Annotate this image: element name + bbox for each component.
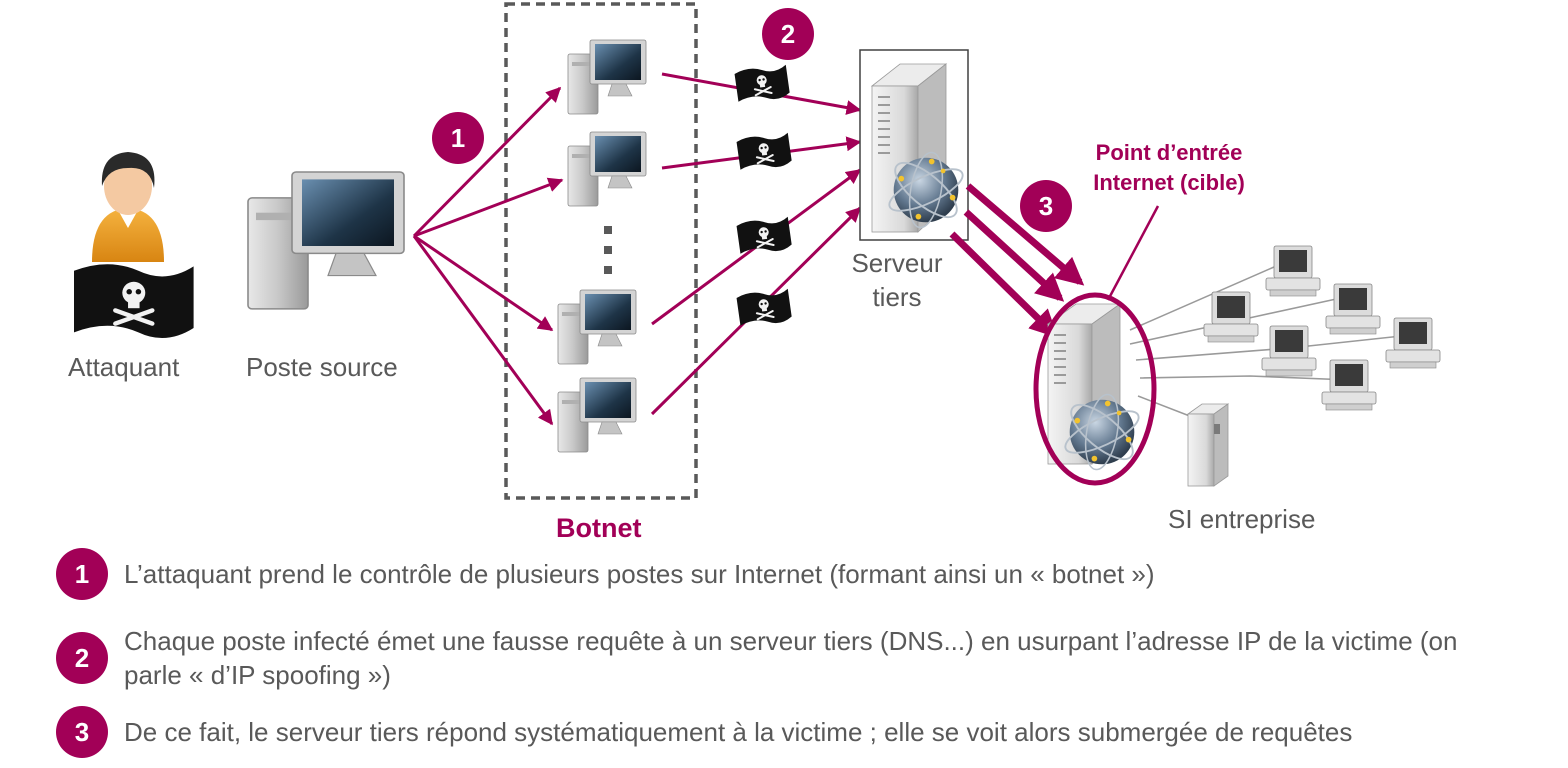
pirate-flag-icon	[74, 264, 194, 338]
desktop-computer-icon	[1265, 245, 1321, 297]
desktop-computer-icon	[247, 171, 405, 310]
step-number-badge: 2	[56, 632, 108, 684]
desktop-computer-icon	[557, 289, 637, 365]
step-text: De ce fait, le serveur tiers répond syst…	[124, 717, 1353, 747]
target-highlight-ellipse	[1033, 292, 1157, 486]
desktop-computer-icon	[567, 131, 647, 207]
desktop-computer-icon	[1261, 325, 1317, 377]
desktop-computer-icon	[1385, 317, 1441, 369]
server-tower-icon	[1186, 403, 1230, 487]
attacker-label: Attaquant	[68, 352, 180, 382]
pirate-flag-icon	[735, 130, 794, 174]
desktop-computer-icon	[557, 377, 637, 453]
desktop-computer-icon	[1203, 291, 1259, 343]
step-number-badge: 1	[56, 548, 108, 600]
step-item-1: 1 L’attaquant prend le contrôle de plusi…	[56, 548, 1504, 600]
target-callout-label: Point d’entrée Internet (cible)	[1093, 140, 1245, 195]
step-item-2: 2 Chaque poste infecté émet une fausse r…	[56, 624, 1504, 692]
target-callout-line	[1106, 205, 1160, 301]
source-label: Poste source	[246, 352, 398, 382]
pirate-flag-icon	[735, 286, 794, 330]
ellipsis-dots	[604, 226, 612, 274]
botnet-box	[504, 2, 698, 500]
step-badge-3: 3	[1020, 180, 1072, 232]
enterprise-label: SI entreprise	[1168, 504, 1316, 534]
step-badge-1: 1	[432, 112, 484, 164]
desktop-computer-icon	[1325, 283, 1381, 335]
step-item-3: 3 De ce fait, le serveur tiers répond sy…	[56, 706, 1504, 758]
attacker-person-icon	[92, 152, 164, 262]
infection-arrows	[412, 86, 564, 426]
third-party-server-label: Serveur tiers	[851, 248, 943, 312]
step-text: L’attaquant prend le contrôle de plusieu…	[124, 559, 1155, 589]
step-badge-2: 2	[762, 8, 814, 60]
botnet-label: Botnet	[556, 513, 642, 543]
pirate-flag-icon	[733, 62, 792, 106]
reflected-response-arrows	[949, 183, 1085, 338]
pirate-flag-icon	[735, 214, 794, 258]
step-number-badge: 3	[56, 706, 108, 758]
step-text: Chaque poste infecté émet une fausse req…	[124, 626, 1458, 690]
desktop-computer-icon	[1321, 359, 1377, 411]
desktop-computer-icon	[567, 39, 647, 115]
